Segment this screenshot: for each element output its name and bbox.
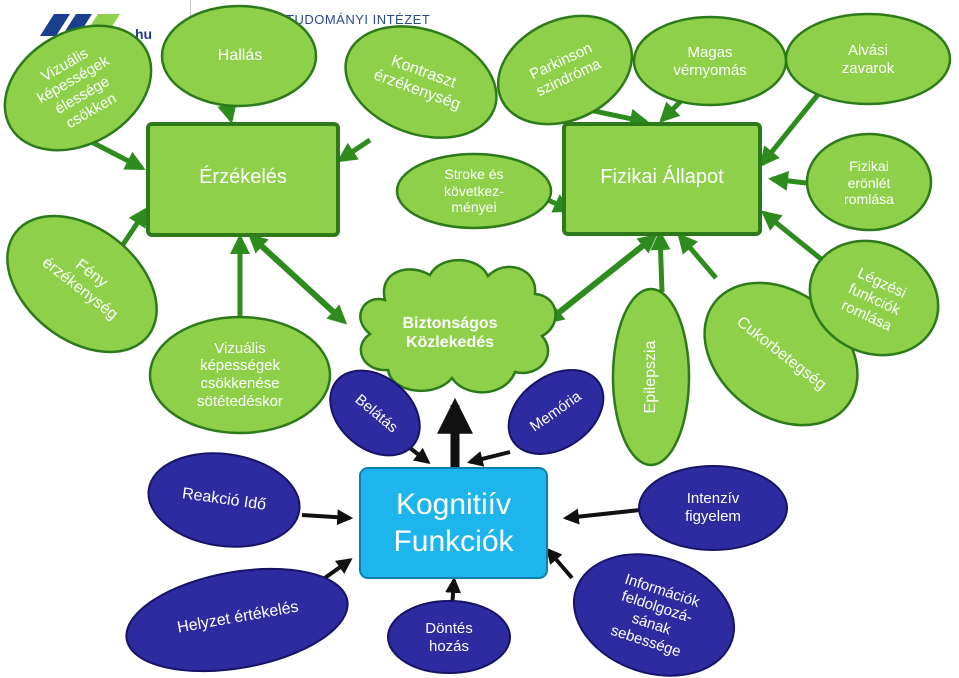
node-parkinson xyxy=(496,14,634,126)
node-memoria xyxy=(507,369,605,455)
node-vizualis-sotet xyxy=(148,315,332,435)
arrow-info-kognitiv xyxy=(545,547,574,580)
node-reakcio xyxy=(147,452,301,548)
node-intenziv xyxy=(638,465,788,551)
node-informaciok xyxy=(572,553,736,677)
node-fizikai-eronlet xyxy=(805,132,933,232)
arrow-reakcio-kognitiv xyxy=(301,509,354,526)
arrow-magas-fizikai xyxy=(659,98,684,123)
node-dontes xyxy=(387,600,511,674)
node-belatas xyxy=(329,369,421,457)
node-helyzet xyxy=(125,567,349,673)
node-kognitiv xyxy=(359,467,548,579)
node-biztonsagos-kozlekedes xyxy=(359,258,557,394)
arrow-fizikai-biztonsag xyxy=(544,234,658,324)
node-feny xyxy=(6,214,158,354)
node-vizualis-elesseg xyxy=(3,24,153,152)
node-alvasi-zavarok xyxy=(784,12,952,106)
institute-name: TUDOMÁNYI INTÉZET xyxy=(286,12,431,27)
arrow-epilepszia-fizikai xyxy=(650,230,671,293)
arrow-erzekeles-biztonsag xyxy=(247,233,348,325)
arrow-alvasi-fizikai xyxy=(759,90,822,168)
logo-suffix: hu xyxy=(135,26,153,42)
black-connectors xyxy=(301,397,641,609)
arrow-cukor-fizikai xyxy=(677,232,718,280)
arrow-belatas-kognitiv xyxy=(408,446,431,464)
node-kontraszt xyxy=(344,25,498,139)
node-magas-vernyomas xyxy=(632,15,788,107)
green-connectors xyxy=(78,90,828,325)
arrow-eronlet-fizikai xyxy=(768,170,807,191)
node-erzekeles xyxy=(146,122,340,237)
arrow-legzesi-fizikai xyxy=(760,210,828,265)
node-legzesi xyxy=(808,239,940,357)
node-stroke xyxy=(395,152,553,230)
node-fizikai-allapot xyxy=(562,122,762,236)
arrow-intenziv-kognitiv xyxy=(562,508,641,525)
arrow-memoria-kognitiv xyxy=(466,450,511,467)
arrow-kontraszt-erzekeles xyxy=(336,137,372,163)
node-hallas xyxy=(160,4,318,108)
node-epilepszia xyxy=(611,287,691,467)
